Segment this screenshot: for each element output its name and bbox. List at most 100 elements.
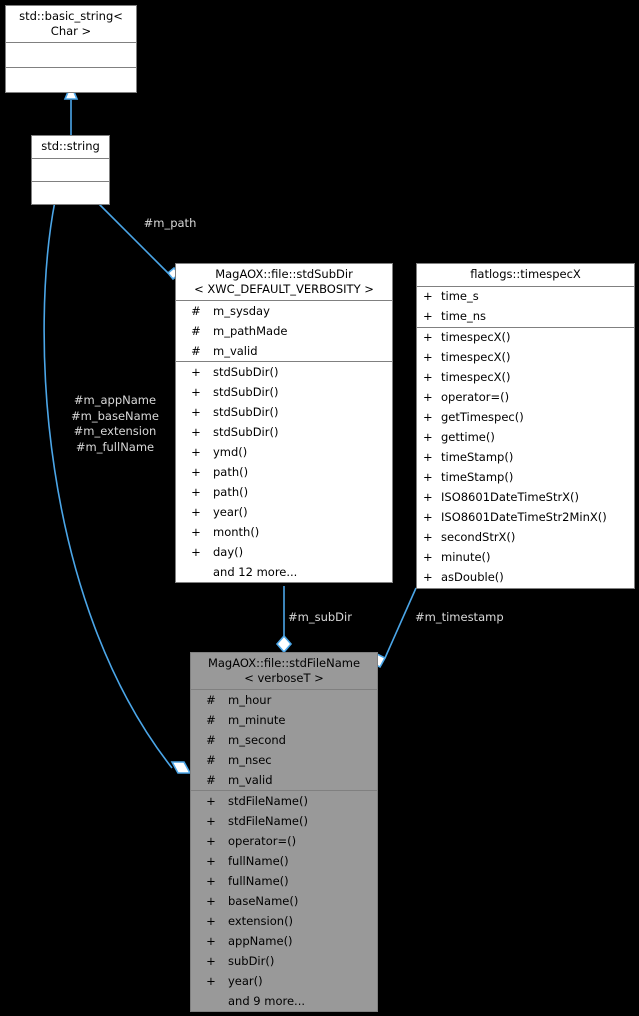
- member-name: stdSubDir(): [213, 384, 279, 399]
- class-member-row[interactable]: #m_sysday: [176, 301, 392, 321]
- class-node-std-string[interactable]: std::string: [31, 135, 110, 205]
- member-name: appName(): [228, 933, 293, 948]
- class-member-row[interactable]: +timespecX(): [417, 368, 634, 388]
- class-member-row[interactable]: # m_pathMade: [176, 321, 392, 341]
- member-name: and 12 more...: [213, 564, 298, 579]
- class-member-row[interactable]: + stdFileName(): [191, 791, 377, 811]
- member-name: operator=(): [441, 389, 510, 404]
- class-member-row[interactable]: and 9 more...: [191, 991, 377, 1011]
- class-member-row[interactable]: +time_s: [417, 287, 634, 307]
- member-name: time_s: [441, 288, 479, 303]
- member-visibility: +: [206, 933, 216, 948]
- class-member-row[interactable]: + timespecX(): [417, 348, 634, 368]
- member-name: asDouble(): [441, 569, 504, 584]
- class-node-stdfilename[interactable]: MagAOX::file::stdFileName < verboseT > #…: [190, 652, 378, 1013]
- class-member-row[interactable]: +minute(): [417, 548, 634, 568]
- member-name: m_pathMade: [213, 323, 288, 338]
- class-title-stdsubdir: MagAOX::file::stdSubDir < XWC_DEFAULT_VE…: [176, 264, 392, 302]
- edge-label-m-path: #m_path: [143, 216, 197, 230]
- class-member-row[interactable]: + stdFileName(): [191, 811, 377, 831]
- class-member-row[interactable]: + appName(): [191, 931, 377, 951]
- class-node-timespecx[interactable]: flatlogs::timespecX +time_s+time_ns +tim…: [416, 263, 635, 589]
- edge-aggregation-string-stdfilename: [43, 200, 192, 774]
- member-name: stdSubDir(): [213, 364, 279, 379]
- class-member-row[interactable]: +month(): [176, 522, 392, 542]
- member-visibility: +: [423, 489, 433, 504]
- class-member-row[interactable]: +baseName(): [191, 891, 377, 911]
- class-member-row[interactable]: + asDouble(): [417, 568, 634, 588]
- class-member-row[interactable]: +operator=(): [417, 388, 634, 408]
- member-name: m_sysday: [213, 303, 270, 318]
- class-member-row[interactable]: +timespecX(): [417, 328, 634, 348]
- class-member-row[interactable]: +year(): [176, 502, 392, 522]
- class-member-row[interactable]: +stdSubDir(): [176, 422, 392, 442]
- class-member-row[interactable]: +path(): [176, 482, 392, 502]
- class-member-row[interactable]: +timeStamp(): [417, 468, 634, 488]
- member-visibility: +: [206, 973, 216, 988]
- member-name: stdSubDir(): [213, 404, 279, 419]
- member-visibility: +: [206, 813, 216, 828]
- class-member-row[interactable]: + secondStrX(): [417, 528, 634, 548]
- class-member-row[interactable]: + ISO8601DateTimeStrX(): [417, 488, 634, 508]
- class-member-row[interactable]: #m_second: [191, 730, 377, 750]
- class-member-row[interactable]: #m_nsec: [191, 750, 377, 770]
- class-member-row[interactable]: +getTimespec(): [417, 408, 634, 428]
- class-node-stdsubdir[interactable]: MagAOX::file::stdSubDir < XWC_DEFAULT_VE…: [175, 263, 393, 584]
- class-member-row[interactable]: +ISO8601DateTimeStr2MinX(): [417, 508, 634, 528]
- class-member-row[interactable]: #m_valid: [191, 770, 377, 790]
- class-member-row[interactable]: +stdSubDir(): [176, 362, 392, 382]
- class-member-row[interactable]: +subDir(): [191, 951, 377, 971]
- member-name: m_nsec: [228, 752, 272, 767]
- member-name: secondStrX(): [441, 529, 516, 544]
- edge-label-m-timestamp: #m_timestamp: [415, 610, 504, 624]
- class-member-row[interactable]: #m_hour: [191, 690, 377, 710]
- class-methods-timespecx: +timespecX()+timespecX()+timespecX()+ope…: [417, 328, 634, 588]
- class-member-row[interactable]: and 12 more...: [176, 562, 392, 582]
- class-member-row[interactable]: +stdSubDir(): [176, 382, 392, 402]
- member-name: timespecX(): [441, 369, 511, 384]
- class-member-row[interactable]: +extension(): [191, 911, 377, 931]
- member-name: extension(): [228, 913, 294, 928]
- class-member-row[interactable]: +year(): [191, 971, 377, 991]
- member-visibility: #: [191, 323, 201, 338]
- member-name: time_ns: [441, 308, 487, 323]
- member-name: m_hour: [228, 692, 272, 707]
- class-member-row[interactable]: + stdSubDir(): [176, 402, 392, 422]
- class-member-row[interactable]: #m_valid: [176, 341, 392, 361]
- class-member-row[interactable]: +operator=(): [191, 831, 377, 851]
- member-name: timespecX(): [441, 349, 511, 364]
- member-visibility: +: [423, 549, 433, 564]
- class-attributes-basic-string: [6, 43, 136, 69]
- member-name: ISO8601DateTimeStrX(): [441, 489, 580, 504]
- class-attributes-stdsubdir: #m_sysday # m_pathMade #m_valid: [176, 301, 392, 363]
- class-member-row[interactable]: +ymd(): [176, 442, 392, 462]
- class-member-row[interactable]: +timeStamp(): [417, 448, 634, 468]
- class-member-row[interactable]: +path(): [176, 462, 392, 482]
- class-node-basic-string[interactable]: std::basic_string< Char >: [5, 5, 137, 94]
- class-member-row[interactable]: +time_ns: [417, 307, 634, 327]
- member-name: stdFileName(): [228, 813, 308, 828]
- class-member-row[interactable]: +day(): [176, 542, 392, 562]
- member-name: operator=(): [228, 833, 297, 848]
- member-visibility: +: [191, 504, 201, 519]
- class-member-row[interactable]: #m_minute: [191, 710, 377, 730]
- member-name: stdFileName(): [228, 793, 308, 808]
- member-visibility: +: [423, 529, 433, 544]
- member-visibility: +: [423, 569, 433, 584]
- class-member-row[interactable]: +fullName(): [191, 871, 377, 891]
- member-visibility: +: [191, 484, 201, 499]
- member-name: gettime(): [441, 429, 495, 444]
- member-name: month(): [213, 524, 260, 539]
- member-visibility: +: [191, 404, 201, 419]
- member-visibility: +: [206, 793, 216, 808]
- member-visibility: +: [191, 424, 201, 439]
- member-visibility: #: [206, 732, 216, 747]
- class-methods-std-string: [32, 182, 109, 204]
- class-methods-basic-string: [6, 68, 136, 92]
- member-visibility: +: [423, 349, 433, 364]
- member-name: fullName(): [228, 873, 289, 888]
- member-name: m_minute: [228, 712, 286, 727]
- class-member-row[interactable]: +gettime(): [417, 428, 634, 448]
- class-member-row[interactable]: +fullName(): [191, 851, 377, 871]
